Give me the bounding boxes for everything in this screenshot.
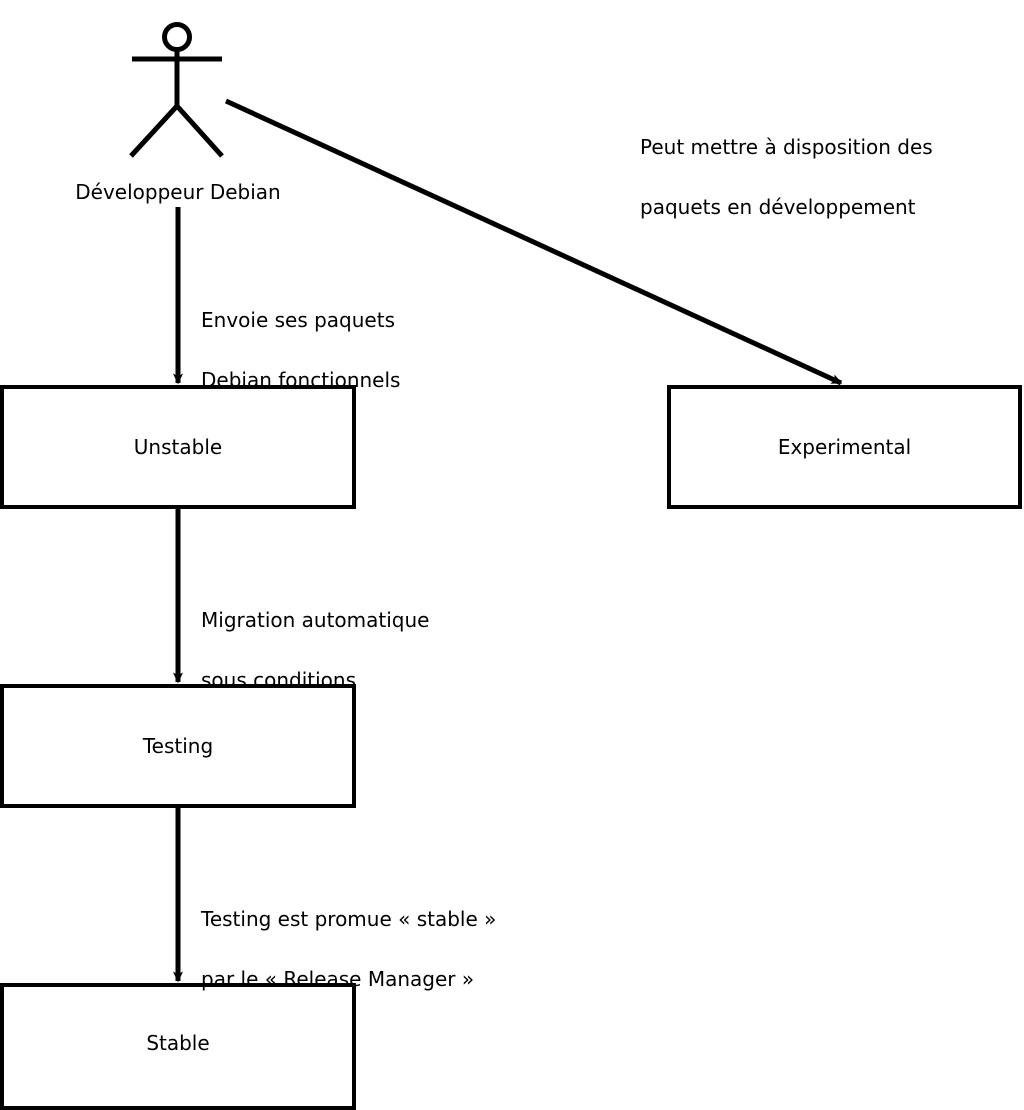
node-experimental[interactable]: Experimental	[667, 385, 1022, 509]
actor-label-developer: Développeur Debian	[75, 180, 281, 204]
edge-label-dev-to-unstable-line2: Debian fonctionnels	[201, 368, 401, 392]
stick-figure-leg-left	[129, 104, 179, 158]
edge-label-testing-to-stable-line1: Testing est promue « stable »	[201, 907, 497, 931]
edge-label-unstable-to-testing: Migration automatique sous conditions	[201, 575, 429, 725]
edge-label-unstable-to-testing-line2: sous conditions	[201, 668, 356, 692]
edge-label-dev-to-unstable: Envoie ses paquets Debian fonctionnels	[201, 275, 400, 425]
stick-figure-head	[162, 22, 192, 52]
node-stable-label: Stable	[146, 1030, 210, 1055]
node-unstable-label: Unstable	[133, 435, 223, 459]
edge-label-dev-to-experimental-line1: Peut mettre à disposition des	[640, 135, 933, 159]
node-unstable[interactable]: Unstable	[0, 385, 356, 509]
node-experimental-label: Experimental	[777, 435, 912, 459]
edge-label-dev-to-experimental-line2: paquets en développement	[640, 195, 916, 219]
edge-label-dev-to-experimental: Peut mettre à disposition des paquets en…	[640, 102, 933, 252]
edge-label-dev-to-unstable-line1: Envoie ses paquets	[201, 308, 395, 332]
node-testing[interactable]: Testing	[0, 684, 356, 808]
node-stable[interactable]: Stable	[0, 983, 356, 1110]
stick-figure-leg-right	[175, 104, 224, 158]
edge-label-unstable-to-testing-line1: Migration automatique	[201, 608, 430, 632]
edge-label-testing-to-stable-line2: par le « Release Manager »	[201, 967, 475, 991]
edge-label-testing-to-stable: Testing est promue « stable » par le « R…	[201, 874, 496, 1024]
node-testing-label: Testing	[142, 734, 214, 758]
stick-figure-icon	[129, 22, 224, 158]
connector-dev-to-experimental	[224, 98, 843, 386]
